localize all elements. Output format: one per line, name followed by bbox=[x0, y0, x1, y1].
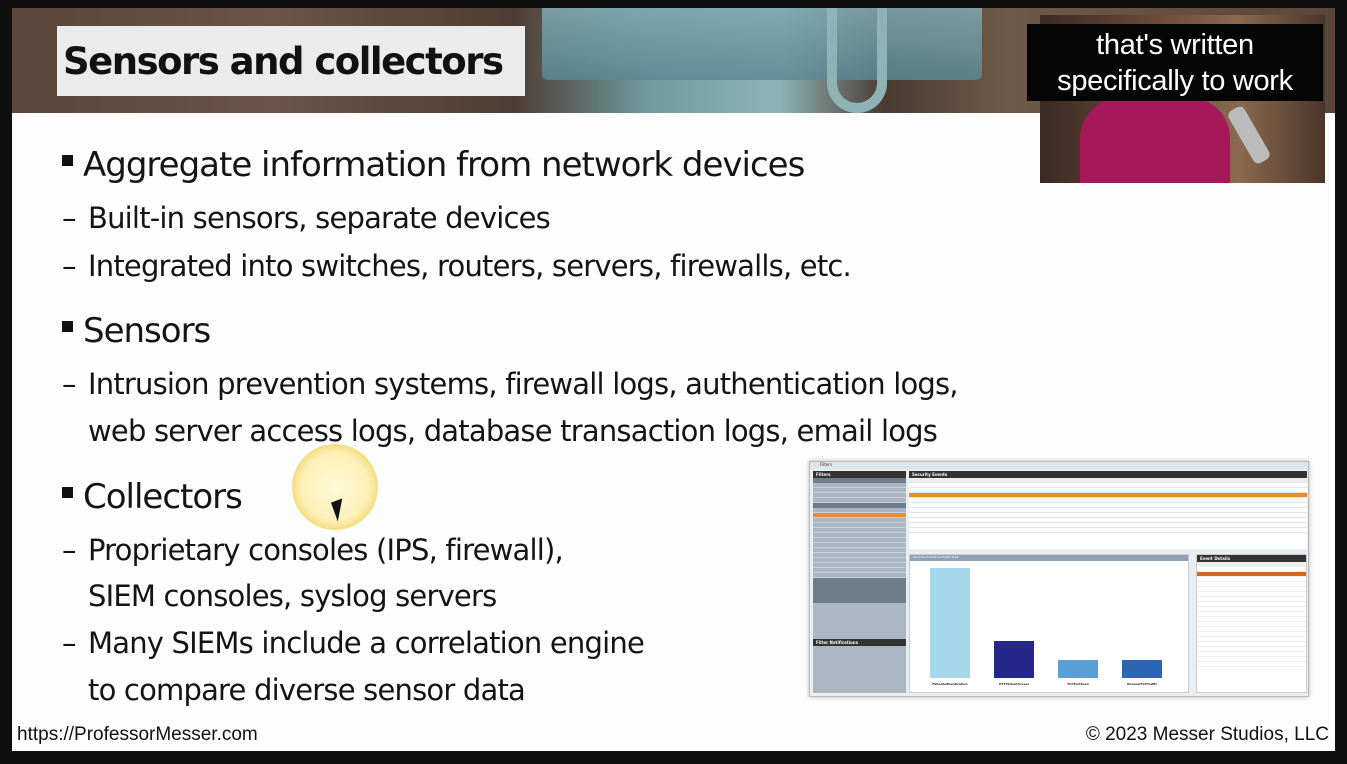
siem-console-screenshot: Filters Filters Filter Notifications Sec… bbox=[809, 461, 1309, 697]
presenter bbox=[1080, 98, 1230, 183]
title-box: Sensors and collectors bbox=[57, 26, 525, 96]
window-title: Filters bbox=[810, 462, 1308, 469]
sub-bullet: –Many SIEMs include a correlation engine bbox=[62, 626, 645, 660]
security-events-title: Security Events bbox=[909, 471, 1307, 478]
slide-title: Sensors and collectors bbox=[63, 39, 504, 83]
chart-category-label: TCPPortScan bbox=[1067, 682, 1089, 686]
microphone-icon bbox=[1226, 104, 1272, 166]
footer-copyright: © 2023 Messer Studios, LLC bbox=[1085, 724, 1329, 745]
latch-image bbox=[542, 8, 982, 80]
bullet: Sensors bbox=[62, 311, 211, 351]
footer-url: https://ProfessorMesser.com bbox=[17, 724, 258, 745]
event-details-panel: Event Details bbox=[1196, 554, 1307, 693]
hook-image bbox=[827, 8, 887, 113]
caption-line: specifically to work bbox=[1057, 65, 1293, 97]
chart-bar bbox=[930, 568, 970, 678]
filters-title: Filters bbox=[813, 471, 906, 478]
sub-bullet: –Intrusion prevention systems, firewall … bbox=[62, 367, 959, 401]
video-caption: that's written specifically to work bbox=[1027, 24, 1323, 101]
sub-bullet: –Integrated into switches, routers, serv… bbox=[62, 249, 852, 283]
chart-bar bbox=[994, 641, 1034, 678]
sub-bullet: –Built-in sensors, separate devices bbox=[62, 201, 551, 235]
chart-title: Security Events by Event Type bbox=[910, 555, 1188, 561]
event-details-title: Event Details bbox=[1197, 555, 1306, 562]
slide: Sensors and collectors that's written sp… bbox=[12, 8, 1335, 751]
chart-category-label: FailedAuthentication bbox=[932, 682, 968, 686]
security-events-table: Security Events bbox=[909, 471, 1307, 549]
filters-panel: Filters Filter Notifications bbox=[813, 471, 906, 693]
caption-line: that's written bbox=[1096, 29, 1254, 61]
sub-bullet: –Proprietary consoles (IPS, firewall), bbox=[62, 533, 564, 567]
chart-bar bbox=[1122, 659, 1162, 678]
sub-bullet-continued: to compare diverse sensor data bbox=[88, 673, 526, 707]
chart-category-label: HTTPClientAccess bbox=[998, 682, 1030, 686]
bullet: Collectors bbox=[62, 477, 243, 517]
sub-bullet-continued: web server access logs, database transac… bbox=[88, 414, 938, 448]
filter-notifications-title: Filter Notifications bbox=[813, 639, 906, 646]
bullet: Aggregate information from network devic… bbox=[62, 145, 805, 185]
pointer-highlight bbox=[292, 444, 378, 530]
chart-bar bbox=[1058, 659, 1098, 678]
sub-bullet-continued: SIEM consoles, syslog servers bbox=[88, 579, 497, 613]
chart-category-label: UnusualTCPTraffic bbox=[1126, 682, 1158, 686]
event-type-chart: Security Events by Event Type FailedAuth… bbox=[909, 554, 1189, 693]
